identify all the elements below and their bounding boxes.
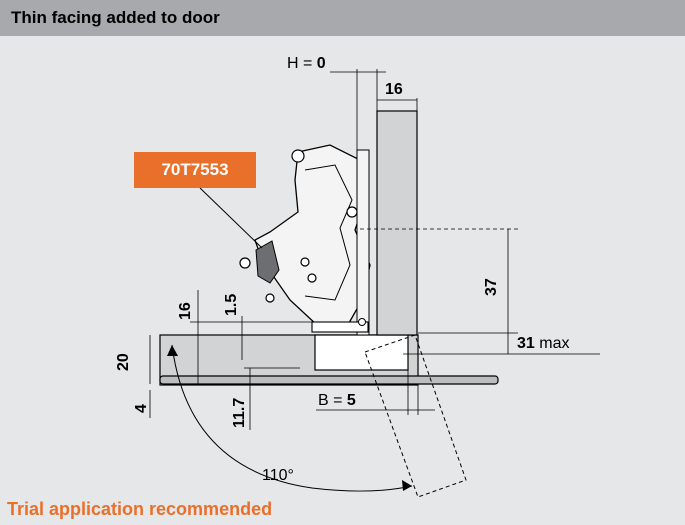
dim-11-7: 11.7 xyxy=(231,398,248,428)
dim-door-thickness: 16 xyxy=(385,81,403,98)
hinge-arm xyxy=(254,144,371,331)
part-number-badge: 70T7553 xyxy=(134,152,256,188)
dim-plate-16: 16 xyxy=(177,302,194,320)
arc-arrow-tail xyxy=(167,345,178,356)
hinge-pivot-7 xyxy=(358,318,366,326)
swing-angle-arc xyxy=(171,344,413,492)
dim-b-label: B = 5 xyxy=(318,392,356,409)
hinge-diagram: H = 0 16 37 31 max B = 5 16 1.5 20 4 11.… xyxy=(115,55,600,498)
dim-h-label: H = 0 xyxy=(287,55,326,72)
hinge-pivot-5 xyxy=(307,273,317,283)
mounting-plate xyxy=(314,334,409,371)
hinge-cup-edge xyxy=(356,149,370,336)
hinge-inner-link xyxy=(304,164,353,301)
footer-note: Trial application recommended xyxy=(7,499,273,519)
dim-1-5: 1.5 xyxy=(223,294,240,316)
hinge-pivot-4 xyxy=(300,257,310,267)
door-panel xyxy=(376,110,418,336)
hinge-base xyxy=(311,321,369,333)
dim-31-max: 31 max xyxy=(517,335,569,352)
dim-37: 37 xyxy=(483,278,500,296)
dim-20: 20 xyxy=(115,353,132,371)
dim-angle: 110° xyxy=(262,467,294,484)
hinge-pivot-1 xyxy=(291,149,305,163)
arc-arrow-head xyxy=(402,480,412,491)
hinge-adjust-lever xyxy=(255,240,280,284)
hinge-pivot-2 xyxy=(346,206,358,218)
part-callout-leader xyxy=(199,187,263,249)
hinge-pivot-6 xyxy=(265,293,275,303)
door-swing-outline xyxy=(364,334,467,498)
header-bar: Thin facing added to door xyxy=(0,0,685,36)
facing-strip xyxy=(159,375,499,385)
hinge-pivot-3 xyxy=(239,257,251,269)
dim-4: 4 xyxy=(133,404,150,413)
page-title: Thin facing added to door xyxy=(11,8,220,27)
